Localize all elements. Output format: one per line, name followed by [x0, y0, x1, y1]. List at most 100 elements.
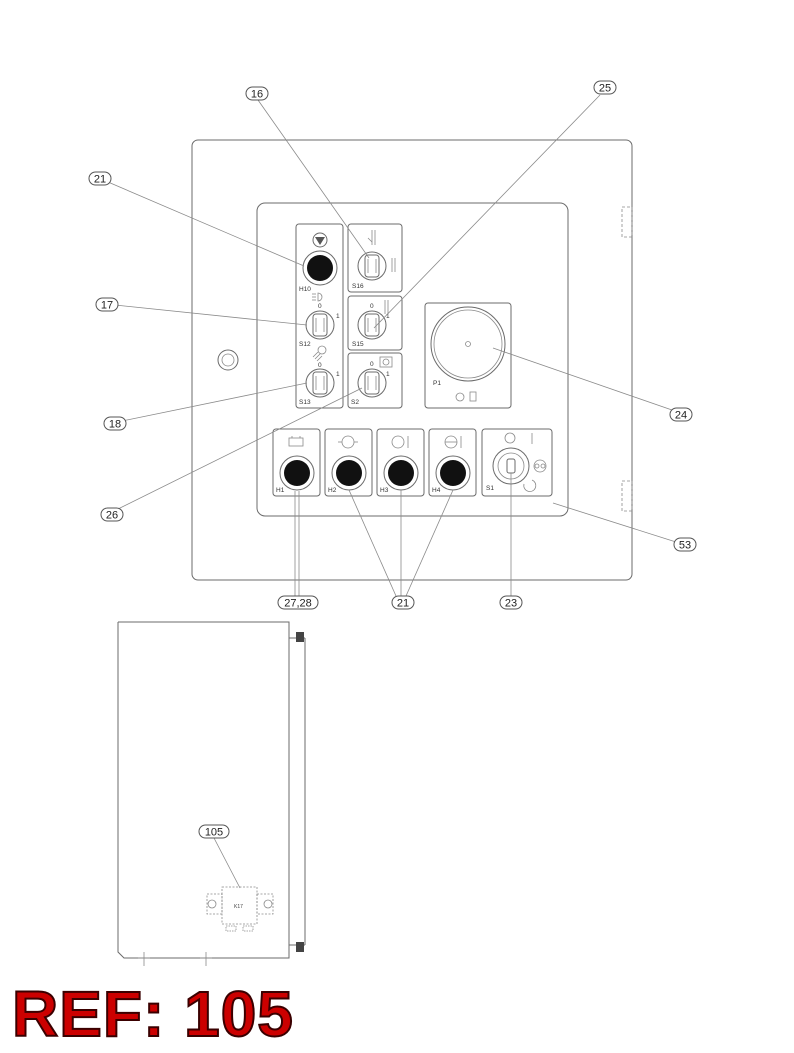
callout-21-bottom: 21	[391, 595, 415, 610]
callout-24: 24	[669, 407, 693, 422]
relay-left-bracket	[206, 893, 223, 915]
leader-21-top	[107, 181, 305, 267]
door-lock	[217, 349, 239, 371]
switch-s13	[305, 368, 335, 398]
leader-21-bottom-a	[348, 489, 397, 597]
leader-16	[257, 99, 370, 259]
control-panel	[256, 202, 569, 517]
hazard-triangle	[315, 237, 325, 245]
leader-18	[121, 382, 308, 422]
callout-21-top: 21	[88, 171, 112, 186]
callout-53: 53	[673, 537, 697, 552]
lamp-h3	[388, 460, 414, 486]
hinge-top	[621, 206, 633, 238]
module-h2	[324, 428, 373, 497]
lamp-h1-ring	[279, 455, 315, 491]
lamp-h10	[307, 255, 333, 281]
headlight-icon	[312, 292, 323, 302]
door-lock-inner	[221, 353, 235, 367]
ignition-key-slot	[506, 458, 516, 474]
s15-mark-zero: 0	[370, 303, 374, 310]
switch-s15	[357, 310, 387, 340]
module-s15	[347, 295, 403, 351]
relay-right-bracket	[256, 893, 274, 915]
leader-21-bottom-c	[405, 489, 454, 597]
module-s2	[347, 352, 403, 409]
glow-plug-icon	[391, 435, 409, 449]
callout-27-28: 27,28	[277, 595, 319, 610]
work-light-icon	[312, 345, 327, 362]
s12-mark-one: 1	[336, 313, 340, 320]
switch-s16	[357, 251, 387, 281]
label-h1: H1	[276, 487, 285, 494]
start-icon	[523, 479, 537, 492]
label-h3: H3	[380, 487, 389, 494]
callout-18: 18	[103, 416, 127, 431]
svg-text:16: 16	[251, 89, 263, 101]
module-h3	[376, 428, 425, 497]
leader-25	[373, 94, 601, 329]
relay-right-socket	[263, 899, 273, 909]
svg-text:21: 21	[94, 174, 106, 186]
preheat-icon	[533, 459, 547, 473]
lamp-h10-ring	[302, 250, 338, 286]
hinge-side-top	[296, 632, 304, 642]
ignition-off-icon	[504, 432, 516, 444]
module-s1	[481, 428, 553, 497]
coolant-icon	[379, 356, 393, 368]
s13-mark-zero: 0	[318, 362, 322, 369]
label-s13: S13	[299, 399, 311, 406]
leader-24	[492, 347, 673, 411]
relay-fuse-1	[225, 925, 237, 932]
gauge-p1-outer	[430, 306, 506, 382]
leader-26	[117, 387, 363, 510]
enclosure-door	[191, 139, 633, 581]
leader-53	[552, 502, 677, 543]
reference-label: REF: 105	[11, 978, 294, 1050]
svg-text:21: 21	[397, 598, 409, 610]
s15-mark-one: 1	[386, 313, 390, 320]
label-h2: H2	[328, 487, 337, 494]
svg-text:17: 17	[101, 300, 113, 312]
switch-s2	[357, 368, 387, 398]
svg-text:53: 53	[679, 540, 691, 552]
label-s1: S1	[486, 485, 494, 492]
door-side-view	[117, 621, 290, 959]
svg-text:25: 25	[599, 83, 611, 95]
svg-text:27,28: 27,28	[284, 598, 312, 610]
label-p1: P1	[433, 380, 441, 387]
label-s15: S15	[352, 341, 364, 348]
callout-17: 17	[95, 297, 119, 312]
gauge-p1-center	[465, 341, 471, 347]
hinge-side-bottom	[296, 942, 304, 952]
module-h1	[272, 428, 321, 497]
oil-pressure-icon	[338, 435, 358, 449]
label-s2: S2	[351, 399, 359, 406]
callout-26: 26	[100, 507, 124, 522]
callout-25: 25	[593, 80, 617, 95]
leader-17	[114, 304, 308, 326]
label-h4: H4	[432, 487, 441, 494]
s2-mark-zero: 0	[370, 361, 374, 368]
callout-23: 23	[499, 595, 523, 610]
hazard-icon	[312, 232, 328, 248]
hour-meter-icon	[455, 391, 477, 402]
module-left	[295, 223, 344, 409]
svg-text:26: 26	[106, 510, 118, 522]
label-s12: S12	[299, 341, 311, 348]
label-k17: K17	[234, 904, 243, 910]
relay-left-socket	[207, 899, 217, 909]
callout-105: 105	[198, 824, 230, 839]
lamp-h2	[336, 460, 362, 486]
gauge-p1-inner	[433, 309, 503, 379]
label-h10: H10	[299, 286, 311, 293]
switch-s12	[305, 310, 335, 340]
s13-mark-one: 1	[336, 371, 340, 378]
leader-105	[213, 837, 241, 889]
svg-text:105: 105	[205, 827, 223, 839]
lamp-h1	[284, 460, 310, 486]
module-h4	[428, 428, 477, 497]
s12-mark-zero: 0	[318, 303, 322, 310]
lower-arrow-icon	[384, 300, 389, 314]
